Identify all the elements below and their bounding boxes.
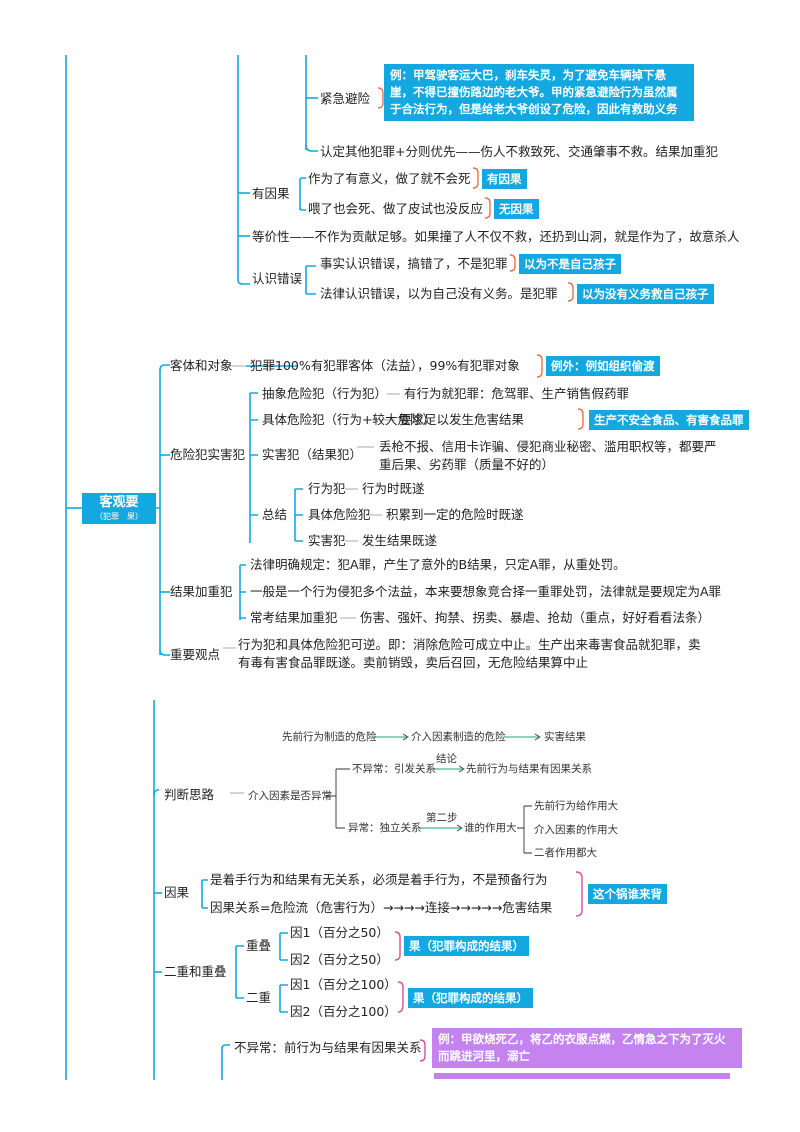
aggravated-item-1: 法律明确规定：犯A罪，产生了意外的B结果，只定A罪，从重处罚。: [250, 557, 626, 572]
important-label: 重要观点: [170, 647, 221, 662]
harm-text: 丢枪不报、信用卡诈骗、侵犯商业秘密、滥用职权等，都要严重后果、劣药罪（质量不好的…: [379, 439, 717, 472]
object-label: 客体和对象: [170, 358, 233, 373]
abnormal-label: 不异常：前行为与结果有因果关系: [234, 1040, 422, 1055]
harm-label: 实害犯（结果犯）: [262, 447, 363, 462]
error-tag-1: 以为不是自己孩子: [519, 254, 621, 274]
error-label: 认识错误: [252, 271, 303, 286]
aggravated-item-2: 一般是一个行为侵犯多个法益，本来要想象竞合择一重罪处罚，法律就是要规定为A罪: [250, 584, 722, 599]
abstract-danger-text: 有行为就犯罪：危驾罪、生产销售假药罪: [404, 386, 630, 401]
pink-brackets: [394, 871, 583, 1062]
summary-3-label: 实害犯: [308, 533, 346, 548]
flow-question: 介入因素是否异常: [248, 790, 332, 802]
flow-node-actual-result: 实害结果: [544, 731, 586, 743]
grey-connectors: [223, 365, 400, 794]
flow-normal-result: 先前行为与结果有因果关系: [466, 763, 592, 775]
abnormal-example-note: 例：甲欲烧死乙，将乙的衣服点燃，乙情急之下为了灭火而跳进河里，溺亡: [432, 1028, 742, 1068]
object-text: 犯罪100%有犯罪客体（法益），99%有犯罪对象: [250, 358, 520, 373]
flow-step-2: 第二步: [426, 812, 458, 824]
root-node-objective-elements: 客观要 （犯罪 果）: [82, 493, 156, 524]
cause-label: 因果: [164, 885, 190, 900]
danger-label: 危险犯实害犯: [170, 447, 246, 462]
summary-2-label: 具体危险犯: [308, 507, 371, 522]
cause-item-2: 因果关系=危险流（危害行为）→→→→连接→→→→→危害结果: [210, 900, 553, 915]
flow-abnormal: 异常：独立关系: [348, 822, 422, 834]
overlap-cause-1: 因1（百分之50）: [290, 925, 389, 940]
concrete-danger-label: 具体危险犯（行为+较大危险）: [262, 412, 435, 427]
flow-node-prior-danger: 先前行为制造的危险: [282, 731, 377, 743]
summary-3-text: 发生结果既遂: [362, 533, 438, 548]
causal-item-1: 作为了有意义，做了就不会死: [308, 171, 471, 186]
bracket-marks: [377, 87, 584, 430]
aggravated-item-3-text: 伤害、强奸、拘禁、拐卖、暴虐、抢劫（重点，好好看看法条）: [360, 610, 711, 625]
overlap-cause-2: 因2（百分之50）: [290, 952, 389, 967]
summary-1-label: 行为犯: [308, 481, 346, 496]
double-label: 二重和重叠: [164, 964, 227, 979]
judge-label: 判断思路: [164, 787, 215, 802]
overlap-tag: 果（犯罪构成的结果）: [404, 936, 529, 956]
object-tag: 例外：例如组织偷渡: [546, 356, 660, 376]
emergency-label: 紧急避险: [320, 91, 371, 106]
aggravated-item-3-label: 常考结果加重犯: [250, 610, 338, 625]
flow-conclusion: 结论: [436, 753, 457, 765]
error-item-2: 法律认识错误，以为自己没有义务。是犯罪: [320, 286, 558, 301]
blue-connectors: [65, 55, 318, 1080]
concrete-danger-tag: 生产不安全食品、有害食品罪: [589, 410, 749, 430]
flow-who-3: 二者作用都大: [534, 847, 597, 859]
error-tag-2: 以为没有义务救自己孩子: [577, 284, 714, 304]
abstract-danger-label: 抽象危险犯（行为犯）: [262, 386, 388, 401]
important-text: 行为犯和具体危险犯可逆。即：消除危险可成立中止。生产出来毒害食品就犯罪，卖有毒有…: [238, 637, 701, 670]
flow-who-1: 先前行为给作用大: [534, 800, 618, 812]
flow-who: 谁的作用大: [464, 822, 517, 834]
causal-item-2: 喂了也会死、做了皮试也没反应: [308, 201, 484, 216]
other-crime-text: 认定其他犯罪+分则优先——伤人不救致死、交通肇事不救。结果加重犯: [320, 144, 718, 159]
equivalence-text: 等价性——不作为贡献足够。如果撞了人不仅不救，还扔到山洞，就是作为了，故意杀人: [252, 229, 740, 244]
summary-2-text: 积累到一定的危险时既遂: [386, 507, 524, 522]
concrete-danger-text: 要求足以发生危害结果: [399, 412, 525, 427]
cause-item-1: 是着手行为和结果有无关系，必须是着手行为，不是预备行为: [210, 872, 548, 887]
double-tag: 果（犯罪构成的结果）: [408, 988, 533, 1008]
double-cause-1: 因1（百分之100）: [290, 977, 397, 992]
emergency-example-note: 例：甲驾驶客运大巴，刹车失灵，为了避免车辆掉下悬崖，不得已撞伤路边的老大爷。甲的…: [384, 64, 694, 121]
causal-label: 有因果: [252, 186, 290, 201]
flow-normal: 不异常：引发关系: [352, 763, 436, 775]
green-arrow-overlays: [372, 736, 540, 829]
summary-label: 总结: [262, 507, 288, 522]
causal-tag-1: 有因果: [482, 169, 527, 189]
double-two-label: 二重: [246, 990, 272, 1005]
purple-strip: [434, 1073, 730, 1079]
overlap-label: 重叠: [246, 938, 272, 953]
summary-1-text: 行为时既遂: [362, 481, 425, 496]
causal-tag-2: 无因果: [494, 199, 539, 219]
error-item-1: 事实认识错误，搞错了，不是犯罪: [320, 256, 508, 271]
flow-node-intervening-danger: 介入因素制造的危险: [411, 731, 506, 743]
double-cause-2: 因2（百分之100）: [290, 1004, 397, 1019]
cause-tag: 这个锅谁来背: [588, 884, 667, 904]
aggravated-label: 结果加重犯: [170, 584, 233, 599]
flow-who-2: 介入因素的作用大: [534, 824, 618, 836]
